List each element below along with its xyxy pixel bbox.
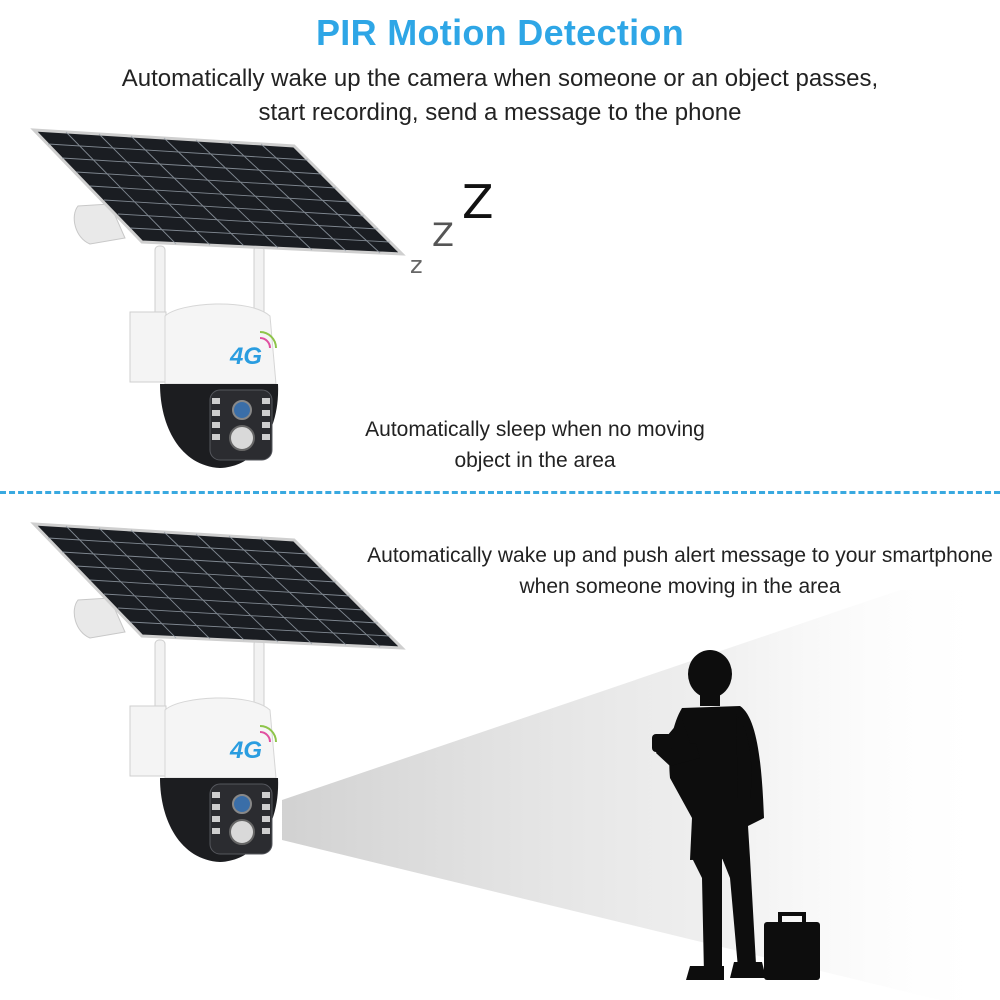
4g-badge: 4G <box>229 737 262 764</box>
page-title: PIR Motion Detection <box>316 12 684 53</box>
section-divider <box>0 491 1000 494</box>
sleep-z-large: Z <box>462 175 494 229</box>
solar-camera-active: 4G <box>30 522 406 862</box>
4g-badge: 4G <box>229 343 262 370</box>
wake-caption: Automatically wake up and push alert mes… <box>367 544 993 598</box>
person-silhouette <box>652 650 820 980</box>
sleep-z-medium: Z <box>432 216 454 254</box>
solar-camera-sleeping: 4G <box>30 128 406 468</box>
sleep-z-small: z <box>410 251 423 279</box>
sleep-caption: Automatically sleep when no moving objec… <box>365 418 705 472</box>
page-subtitle: Automatically wake up the camera when so… <box>121 65 879 126</box>
